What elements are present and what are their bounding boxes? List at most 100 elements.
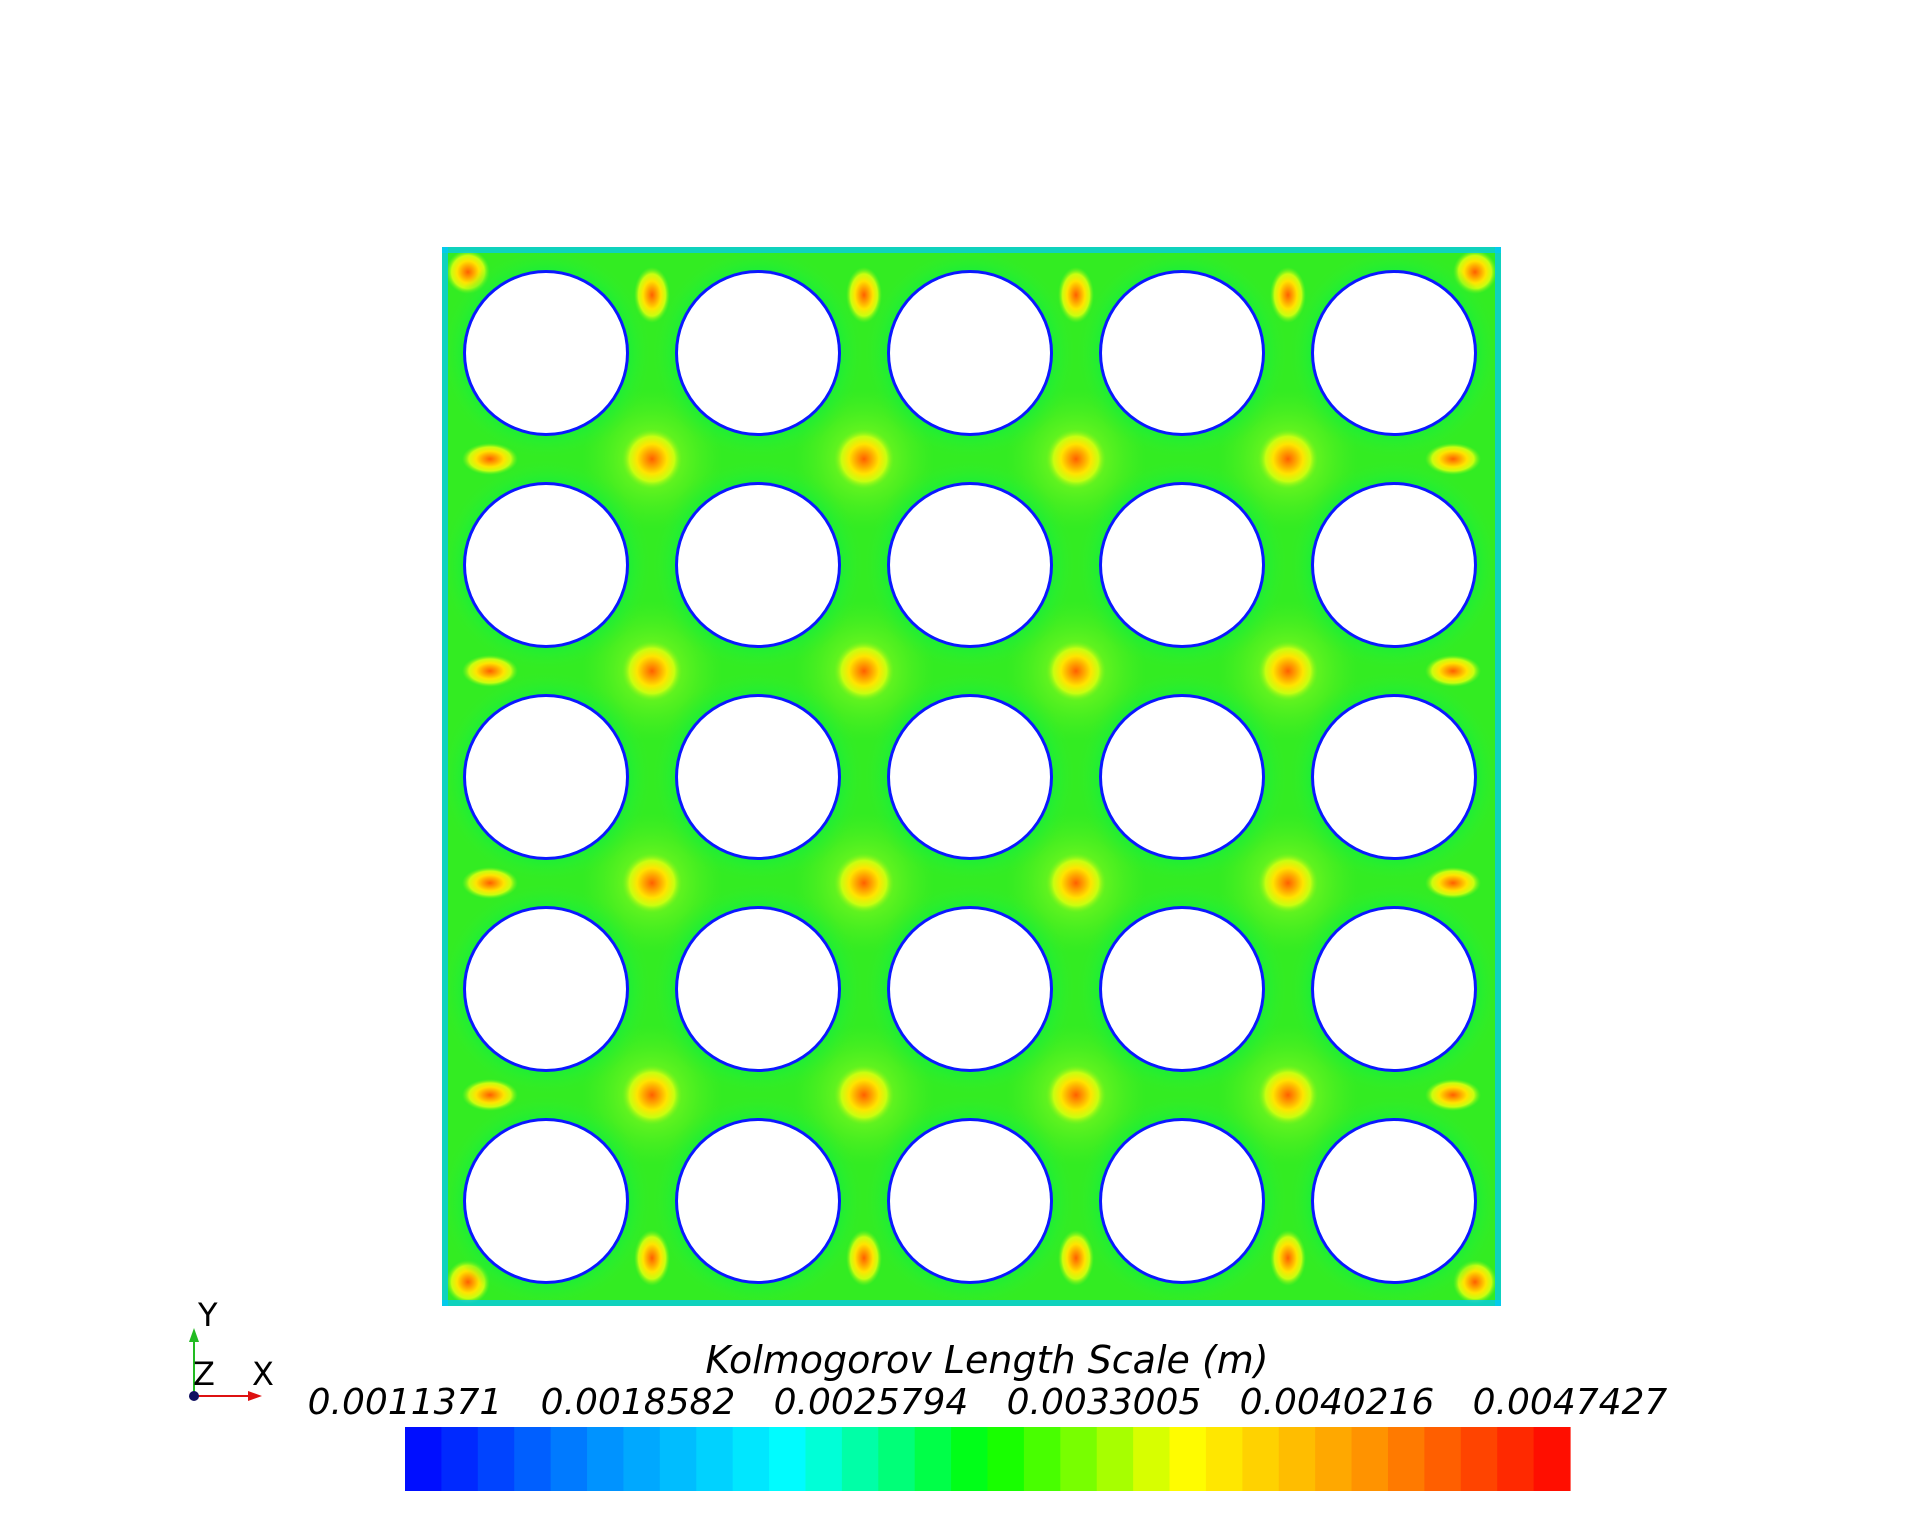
edge-hot-spot-left [462, 867, 518, 899]
colorbar-bin [1133, 1427, 1171, 1491]
edge-hot-spot-right [1425, 443, 1481, 475]
colorbar-bin [405, 1427, 443, 1491]
y-axis-arrow-icon [189, 1328, 199, 1342]
edge-hot-spot-bottom [1058, 1230, 1094, 1286]
rod [678, 273, 838, 433]
axes-triad: Y Z X [189, 1296, 274, 1401]
rod [466, 485, 626, 645]
colorbar-bin [514, 1427, 552, 1491]
colorbar-bin [951, 1427, 989, 1491]
domain-wall-left [442, 247, 448, 1306]
colorbar-bin [1351, 1427, 1389, 1491]
colorbar-bin [696, 1427, 734, 1491]
edge-hot-spot-top [1270, 267, 1306, 323]
rod [1314, 273, 1474, 433]
subchannel-hot-spot [834, 1065, 894, 1125]
rod [466, 697, 626, 857]
colorbar-bin [1278, 1427, 1316, 1491]
colorbar-tick-label: 0.0033005 [1007, 1382, 1202, 1423]
rod [890, 273, 1050, 433]
subchannel-hot-spot [1046, 853, 1106, 913]
colorbar-bin [1460, 1427, 1498, 1491]
rod [1102, 485, 1262, 645]
subchannel-hot-spot [1258, 429, 1318, 489]
rod [1314, 485, 1474, 645]
colorbar-bin [1242, 1427, 1280, 1491]
rod [1102, 909, 1262, 1069]
colorbar-bin [914, 1427, 952, 1491]
rod [890, 909, 1050, 1069]
colorbar-bin [587, 1427, 625, 1491]
colorbar-tick-label: 0.0047427 [1473, 1382, 1668, 1423]
subchannel-hot-spot [1046, 429, 1106, 489]
z-axis-label: Z [193, 1355, 215, 1393]
colorbar-bin [1205, 1427, 1243, 1491]
rod [678, 909, 838, 1069]
subchannel-hot-spot [622, 641, 682, 701]
colorbar-bin [769, 1427, 807, 1491]
rod [1102, 1121, 1262, 1281]
colorbar-bin [1096, 1427, 1134, 1491]
hot-spot-layer [446, 250, 1497, 1304]
edge-hot-spot-left [462, 655, 518, 687]
subchannel-hot-spot [834, 641, 894, 701]
x-axis-label: X [252, 1355, 274, 1393]
colorbar-bin [841, 1427, 879, 1491]
subchannel-hot-spot [622, 429, 682, 489]
x-axis-arrow-icon [248, 1391, 262, 1401]
colorbar-bin [1533, 1427, 1571, 1491]
rod [890, 485, 1050, 645]
subchannel-hot-spot [1258, 853, 1318, 913]
colorbar-bin [1169, 1427, 1207, 1491]
subchannel-hot-spot [834, 853, 894, 913]
subchannel-hot-spot [622, 1065, 682, 1125]
rod [678, 697, 838, 857]
colorbar-tick-label: 0.0011371 [308, 1382, 503, 1423]
domain-wall-bottom [442, 1300, 1501, 1306]
subchannel-hot-spot [1046, 641, 1106, 701]
subchannel-hot-spot [1046, 1065, 1106, 1125]
colorbar-bin [659, 1427, 697, 1491]
rod [678, 485, 838, 645]
colorbar-bin [1315, 1427, 1353, 1491]
z-axis-origin-icon [189, 1391, 199, 1401]
colorbar-bin [1497, 1427, 1535, 1491]
edge-hot-spot-top [1058, 267, 1094, 323]
colorbar-bin [805, 1427, 843, 1491]
edge-hot-spot-right [1425, 867, 1481, 899]
edge-hot-spot-right [1425, 1079, 1481, 1111]
colorbar-bins [405, 1427, 1571, 1491]
rod [890, 1121, 1050, 1281]
colorbar-tick-label: 0.0040216 [1240, 1382, 1435, 1423]
rod [1102, 697, 1262, 857]
edge-hot-spot-left [462, 443, 518, 475]
subchannel-hot-spot [1258, 641, 1318, 701]
rod [1314, 1121, 1474, 1281]
rod [890, 697, 1050, 857]
rod [1314, 697, 1474, 857]
edge-hot-spot-right [1425, 655, 1481, 687]
colorbar-bin [477, 1427, 515, 1491]
colorbar-bin [1060, 1427, 1098, 1491]
colorbar-bin [441, 1427, 479, 1491]
rod [466, 909, 626, 1069]
colorbar-tick-label: 0.0025794 [774, 1382, 969, 1423]
colorbar-tick-labels: 0.0011371 0.0018582 0.0025794 0.0033005 0.00… [308, 1382, 1668, 1423]
domain-wall-top [442, 247, 1501, 253]
flow-domain [442, 247, 1501, 1306]
y-axis-label: Y [197, 1296, 218, 1334]
edge-hot-spot-bottom [634, 1230, 670, 1286]
rod [466, 1121, 626, 1281]
colorbar-bin [1023, 1427, 1061, 1491]
subchannel-hot-spot [1258, 1065, 1318, 1125]
edge-hot-spot-left [462, 1079, 518, 1111]
colorbar-bin [1387, 1427, 1425, 1491]
rod [678, 1121, 838, 1281]
edge-hot-spot-bottom [1270, 1230, 1306, 1286]
colorbar-tick-label: 0.0018582 [541, 1382, 736, 1423]
subchannel-hot-spot [622, 853, 682, 913]
subchannel-hot-spot [834, 429, 894, 489]
edge-hot-spot-top [846, 267, 882, 323]
